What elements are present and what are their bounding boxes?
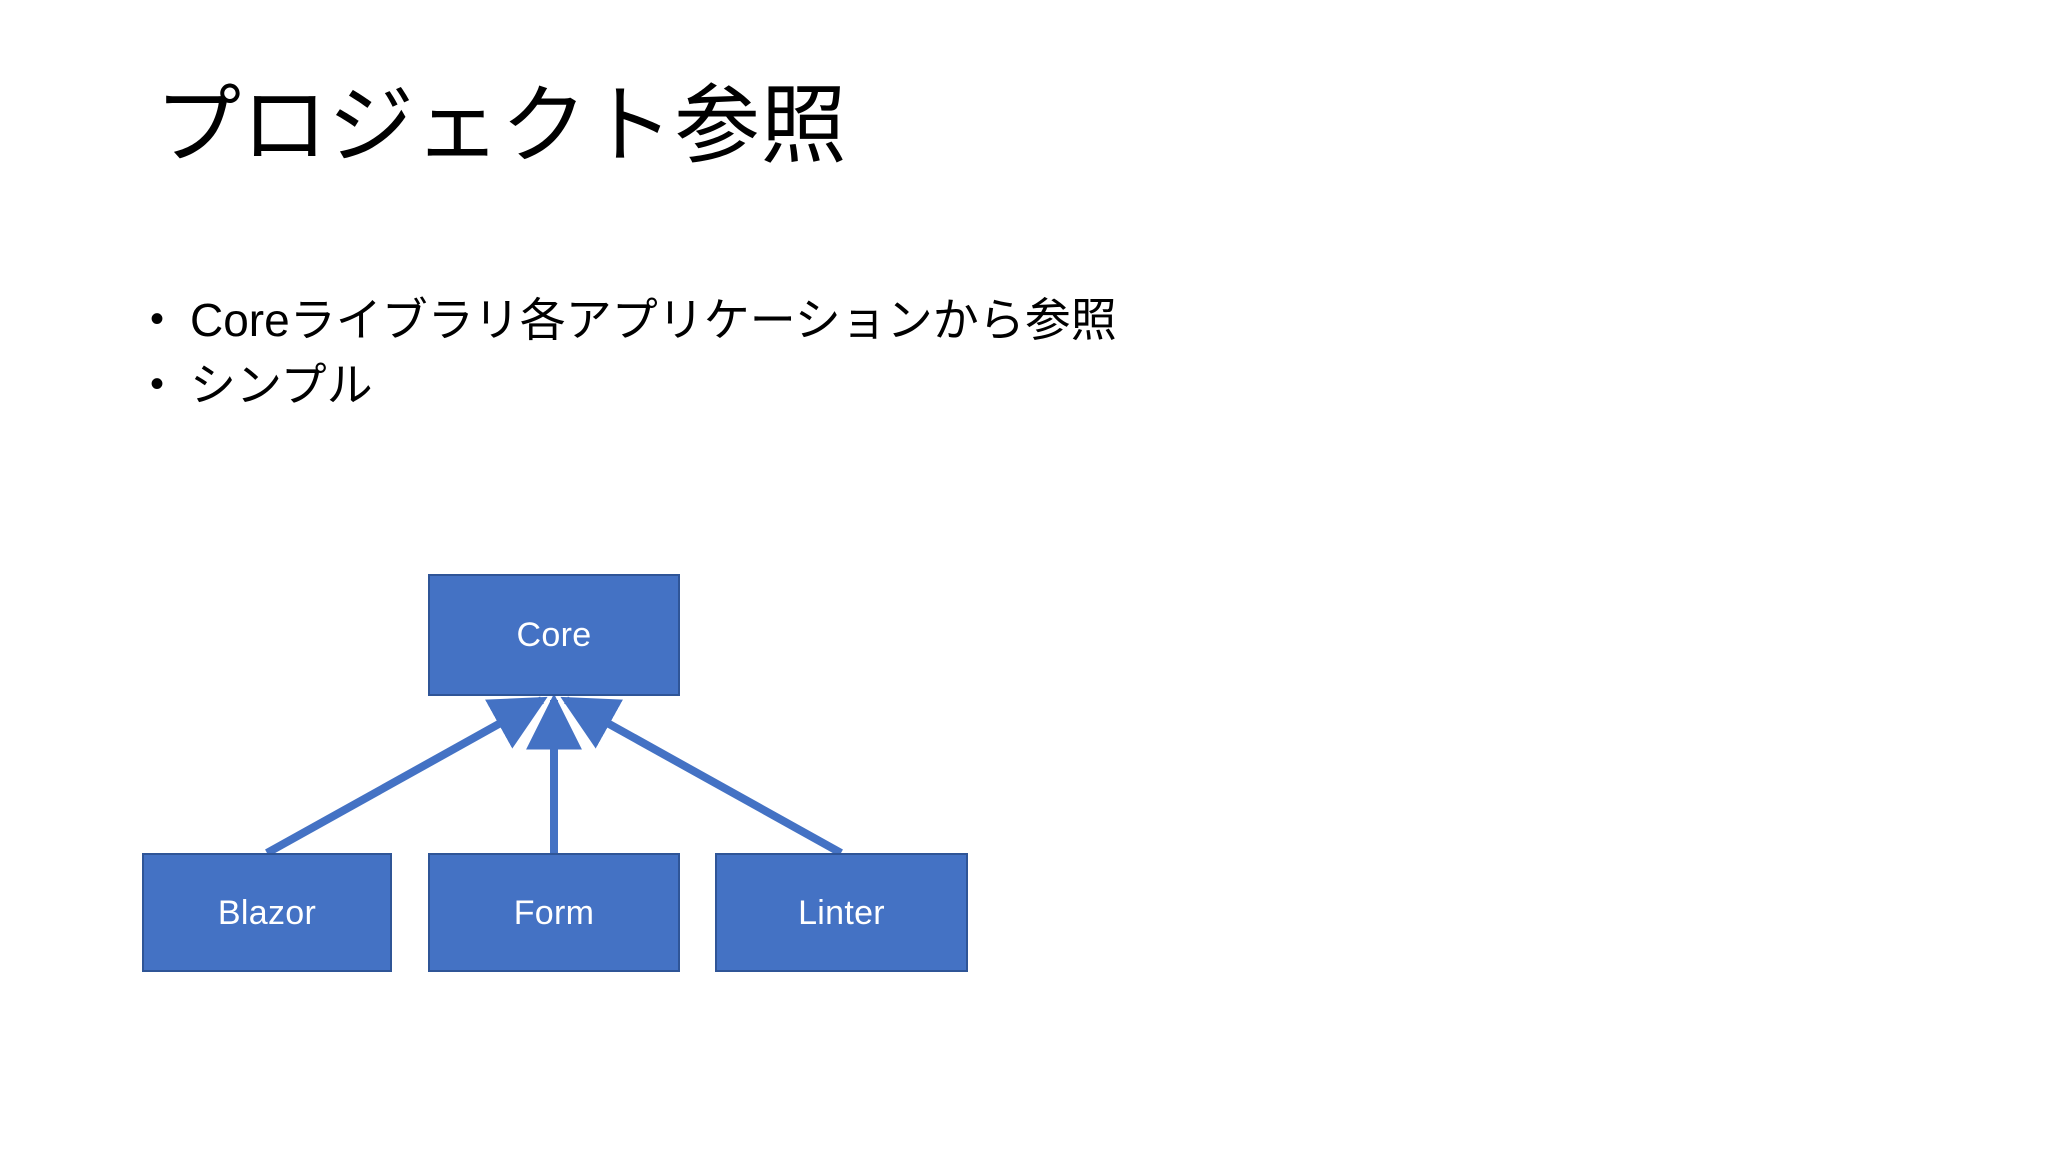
connector-blazor-to-core [265, 696, 548, 857]
diagram-node-core[interactable]: Core [428, 574, 680, 696]
bullet-list: • Coreライブラリ各アプリケーションから参照 • シンプル [150, 288, 1650, 419]
connector-linter-to-core [560, 696, 843, 857]
diagram-node-label: Linter [798, 893, 885, 932]
diagram-node-label: Form [513, 893, 595, 932]
diagram-node-blazor[interactable]: Blazor [142, 853, 392, 972]
list-item: • シンプル [150, 353, 1650, 418]
bullet-text: Coreライブラリ各アプリケーションから参照 [190, 294, 1117, 346]
bullet-marker-icon: • [150, 362, 165, 407]
bullet-text: シンプル [190, 359, 373, 412]
diagram-node-linter[interactable]: Linter [715, 853, 968, 972]
list-item: • Coreライブラリ各アプリケーションから参照 [150, 288, 1650, 353]
diagram-node-label: Core [516, 616, 592, 654]
bullet-marker-icon: • [150, 297, 165, 341]
diagram-node-form[interactable]: Form [428, 853, 680, 972]
diagram-node-label: Blazor [217, 893, 317, 932]
page-title: プロジェクト参照 [155, 78, 847, 174]
